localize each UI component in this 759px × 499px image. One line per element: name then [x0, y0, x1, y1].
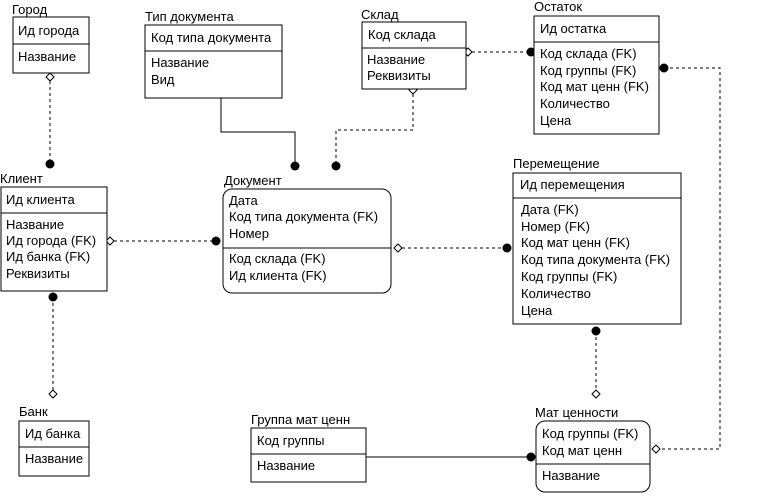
entity-title: Банк: [19, 404, 48, 419]
attr: Код типа документа (FK): [521, 252, 670, 267]
dot-document-warehouse: [331, 161, 341, 171]
entity-balance: Остаток Ид остатка Код склада (FK) Код г…: [533, 0, 660, 135]
key-attr: Ид клиента: [6, 192, 75, 207]
dot-balance-warehouse: [526, 47, 536, 57]
entity-title: Перемещение: [513, 156, 600, 171]
key-attr: Ид остатка: [540, 21, 607, 36]
entity-box: [222, 188, 392, 294]
key-attr: Код типа документа: [151, 30, 272, 45]
diamond-movement-valuables: [591, 389, 601, 399]
key-attr: Номер: [229, 226, 269, 241]
key-attr: Дата: [229, 193, 259, 208]
entity-box: [12, 16, 90, 74]
entity-warehouse: Склад Код склада Название Реквизиты: [361, 7, 467, 90]
rel-doctype-document: [220, 98, 296, 166]
key-attr: Код мат ценн: [542, 443, 622, 458]
key-attr: Код типа документа (FK): [229, 209, 378, 224]
attr: Код группы (FK): [521, 269, 617, 284]
attr: Реквизиты: [367, 68, 431, 83]
attr: Ид клиента (FK): [229, 268, 327, 283]
entity-title: Мат ценности: [535, 405, 618, 420]
dot-document-client: [211, 236, 221, 246]
attr: Реквизиты: [6, 266, 70, 281]
dot-movement-document: [502, 243, 512, 253]
dot-client-city: [45, 159, 55, 169]
attr: Дата (FK): [521, 202, 579, 217]
entity-valuables: Мат ценности Код группы (FK) Код мат цен…: [535, 405, 651, 493]
key-attr: Код группы: [257, 433, 324, 448]
diamond-valuables-balance: [651, 444, 661, 454]
attr: Вид: [151, 72, 175, 87]
attr: Цена: [521, 303, 553, 318]
entity-box: [361, 21, 467, 90]
entity-title: Тип документа: [145, 9, 234, 24]
entity-city: Город Ид города Название: [12, 2, 90, 74]
attr: Количество: [521, 286, 591, 301]
dot-valuables-matgroup: [526, 452, 536, 462]
entity-document: Документ Дата Код типа документа (FK) Но…: [222, 173, 392, 294]
entity-box: [533, 15, 660, 135]
entity-box: [535, 420, 651, 493]
entity-title: Город: [12, 2, 48, 17]
dot-document-doctype: [290, 161, 300, 171]
attr: Название: [6, 217, 64, 232]
entity-title: Остаток: [534, 0, 582, 14]
entity-title: Клиент: [0, 171, 43, 186]
attr: Ид банка (FK): [6, 249, 90, 264]
attr: Код мат ценн (FK): [521, 235, 630, 250]
entity-client: Клиент Ид клиента Название Ид города (FK…: [0, 171, 108, 292]
diamond-client-doc: [105, 236, 115, 246]
entity-title: Документ: [224, 173, 282, 188]
attr: Название: [151, 55, 209, 70]
attr: Название: [25, 451, 83, 466]
entity-title: Группа мат ценн: [251, 412, 350, 427]
rel-warehouse-document: [335, 94, 414, 166]
key-attr: Ид города: [18, 23, 80, 38]
attr: Код группы (FK): [540, 63, 636, 78]
entity-box: [250, 427, 367, 483]
diamond-bank: [48, 389, 58, 399]
key-attr: Код склада: [368, 27, 436, 42]
attr: Название: [367, 52, 425, 67]
attr: Номер (FK): [521, 219, 590, 234]
diamond-city: [45, 72, 55, 82]
entity-matgroup: Группа мат ценн Код группы Название: [250, 412, 367, 483]
entity-title: Склад: [361, 7, 399, 22]
entity-doctype: Тип документа Код типа документа Названи…: [144, 9, 283, 99]
attr: Код склада (FK): [540, 46, 637, 61]
key-attr: Код группы (FK): [542, 426, 638, 441]
diamond-document-movement: [393, 243, 403, 253]
dot-balance-valuables: [659, 63, 669, 73]
key-attr: Ид банка: [25, 426, 81, 441]
dot-valuables-movement: [591, 326, 601, 336]
entity-bank: Банк Ид банка Название: [18, 404, 90, 477]
attr: Ид города (FK): [6, 233, 96, 248]
entity-box: [144, 24, 283, 99]
attr: Название: [18, 49, 76, 64]
attr: Количество: [540, 96, 610, 111]
entity-box: [18, 420, 90, 477]
rel-valuables-balance: [662, 67, 721, 450]
entity-box: [0, 186, 108, 292]
attr: Название: [542, 468, 600, 483]
attr: Код мат ценн (FK): [540, 79, 649, 94]
attr: Код склада (FK): [229, 251, 326, 266]
dot-client-bank: [48, 292, 58, 302]
key-attr: Ид перемещения: [520, 177, 625, 192]
attr: Цена: [540, 113, 572, 128]
entity-movement: Перемещение Ид перемещения Дата (FK) Ном…: [512, 156, 682, 325]
attr: Название: [257, 458, 315, 473]
